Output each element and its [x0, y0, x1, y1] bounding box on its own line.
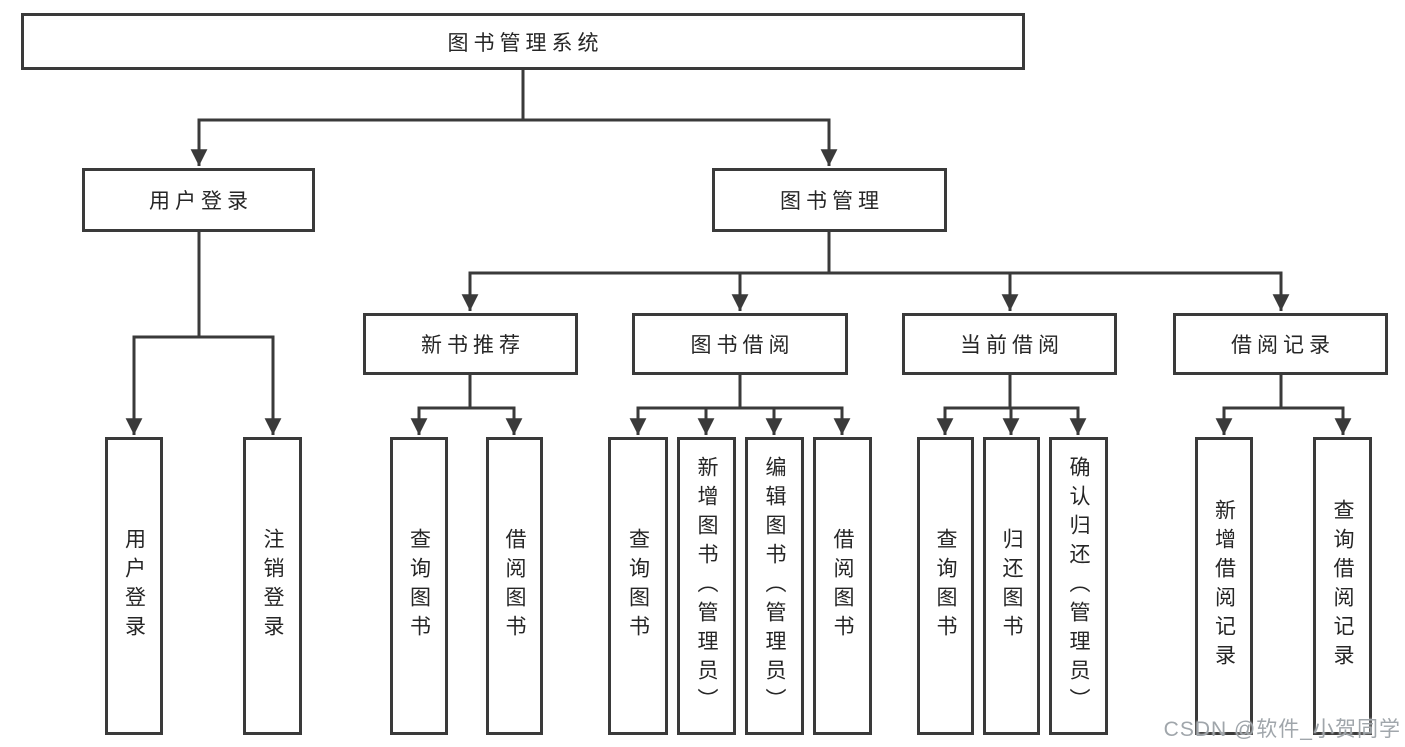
node-label: 查询图书 [407, 528, 431, 644]
leaf-user-login: 用户登录 [105, 437, 163, 735]
node-label: 查询借阅记录 [1331, 499, 1354, 673]
node-book-borrowing: 图书借阅 [632, 313, 848, 375]
leaf-newbook-borrow-books: 借阅图书 [486, 437, 543, 735]
node-label: 归还图书 [1000, 528, 1023, 644]
leaf-newbook-query-books: 查询图书 [390, 437, 448, 735]
node-user-login-group: 用户登录 [82, 168, 315, 232]
node-label: 查询图书 [934, 528, 957, 644]
node-borrowing-records: 借阅记录 [1173, 313, 1388, 375]
csdn-watermark: CSDN @软件_小贺同学 [1163, 718, 1401, 741]
node-label: 用户登录 [149, 190, 253, 213]
node-current-borrowing: 当前借阅 [902, 313, 1117, 375]
leaf-borrowing-edit-books-admin: 编辑图书（管理员） [745, 437, 804, 735]
leaf-borrowing-query-books: 查询图书 [608, 437, 668, 735]
node-label: 查询图书 [626, 528, 650, 644]
leaf-current-return-books: 归还图书 [983, 437, 1040, 735]
node-label: 图书管理 [780, 190, 884, 213]
node-label: 新增借阅记录 [1212, 499, 1236, 673]
node-label: 图书借阅 [690, 334, 795, 357]
leaf-logout: 注销登录 [243, 437, 302, 735]
node-label: 借阅图书 [503, 528, 526, 644]
node-label: 当前借阅 [960, 334, 1064, 357]
node-label: 编辑图书（管理员） [763, 455, 786, 717]
node-book-management: 图书管理 [712, 168, 947, 232]
node-label: 借阅记录 [1231, 334, 1335, 357]
leaf-current-query-books: 查询图书 [917, 437, 974, 735]
node-label: 用户登录 [122, 528, 146, 644]
node-library-management-system: 图书管理系统 [21, 13, 1025, 70]
node-label: 新书推荐 [421, 334, 525, 357]
leaf-borrowing-add-books-admin: 新增图书（管理员） [677, 437, 736, 735]
node-label: 确认归还（管理员） [1067, 455, 1090, 717]
leaf-record-query-borrow-record: 查询借阅记录 [1313, 437, 1372, 735]
node-new-book-recommend: 新书推荐 [363, 313, 578, 375]
leaf-borrowing-borrow-books: 借阅图书 [813, 437, 872, 735]
leaf-record-add-borrow-record: 新增借阅记录 [1195, 437, 1253, 735]
node-label: 图书管理系统 [447, 31, 604, 55]
node-label: 注销登录 [261, 528, 284, 644]
leaf-current-confirm-return-admin: 确认归还（管理员） [1049, 437, 1108, 735]
node-label: 新增图书（管理员） [695, 455, 718, 717]
node-label: 借阅图书 [831, 528, 854, 644]
